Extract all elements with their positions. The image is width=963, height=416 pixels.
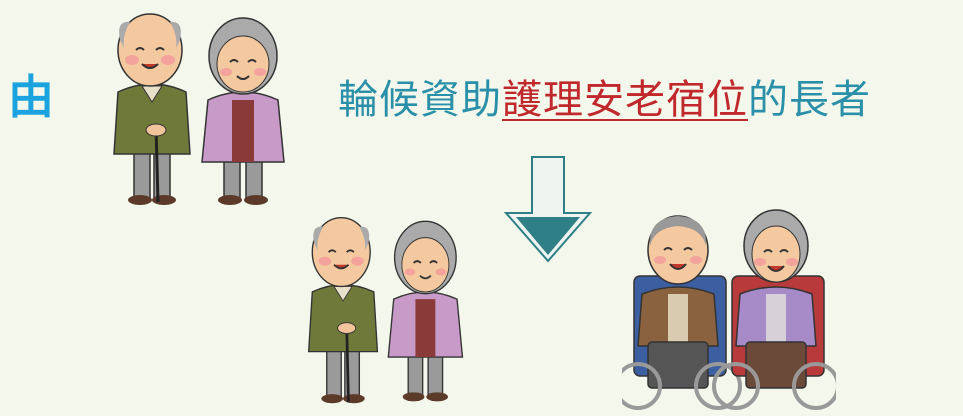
elderly-woman-figure [387,220,464,402]
down-arrow-icon [503,156,593,263]
elderly-man-figure [307,217,379,404]
elderly-woman-figure [201,17,285,205]
headline-highlight: 護理安老宿位 [502,77,748,123]
elderly-couple-top [100,6,310,206]
down-arrow [502,155,594,265]
elderly-couple-bottom [296,210,486,410]
wheelchair-man-figure [622,215,742,410]
headline-before: 輪候資助 [338,77,502,123]
headline-after: 的長者 [748,77,871,123]
elderly-couple-wheelchairs [622,206,836,416]
wheelchair-woman-figure [712,209,836,410]
elderly-couple-icon [113,13,285,205]
elderly-couple-icon [307,217,464,404]
headline: 輪候資助護理安老宿位的長者 [338,80,871,120]
wheelchair-couple-icon [622,209,836,410]
prefix-label: 由 [8,70,54,124]
elderly-man-figure [113,13,191,205]
